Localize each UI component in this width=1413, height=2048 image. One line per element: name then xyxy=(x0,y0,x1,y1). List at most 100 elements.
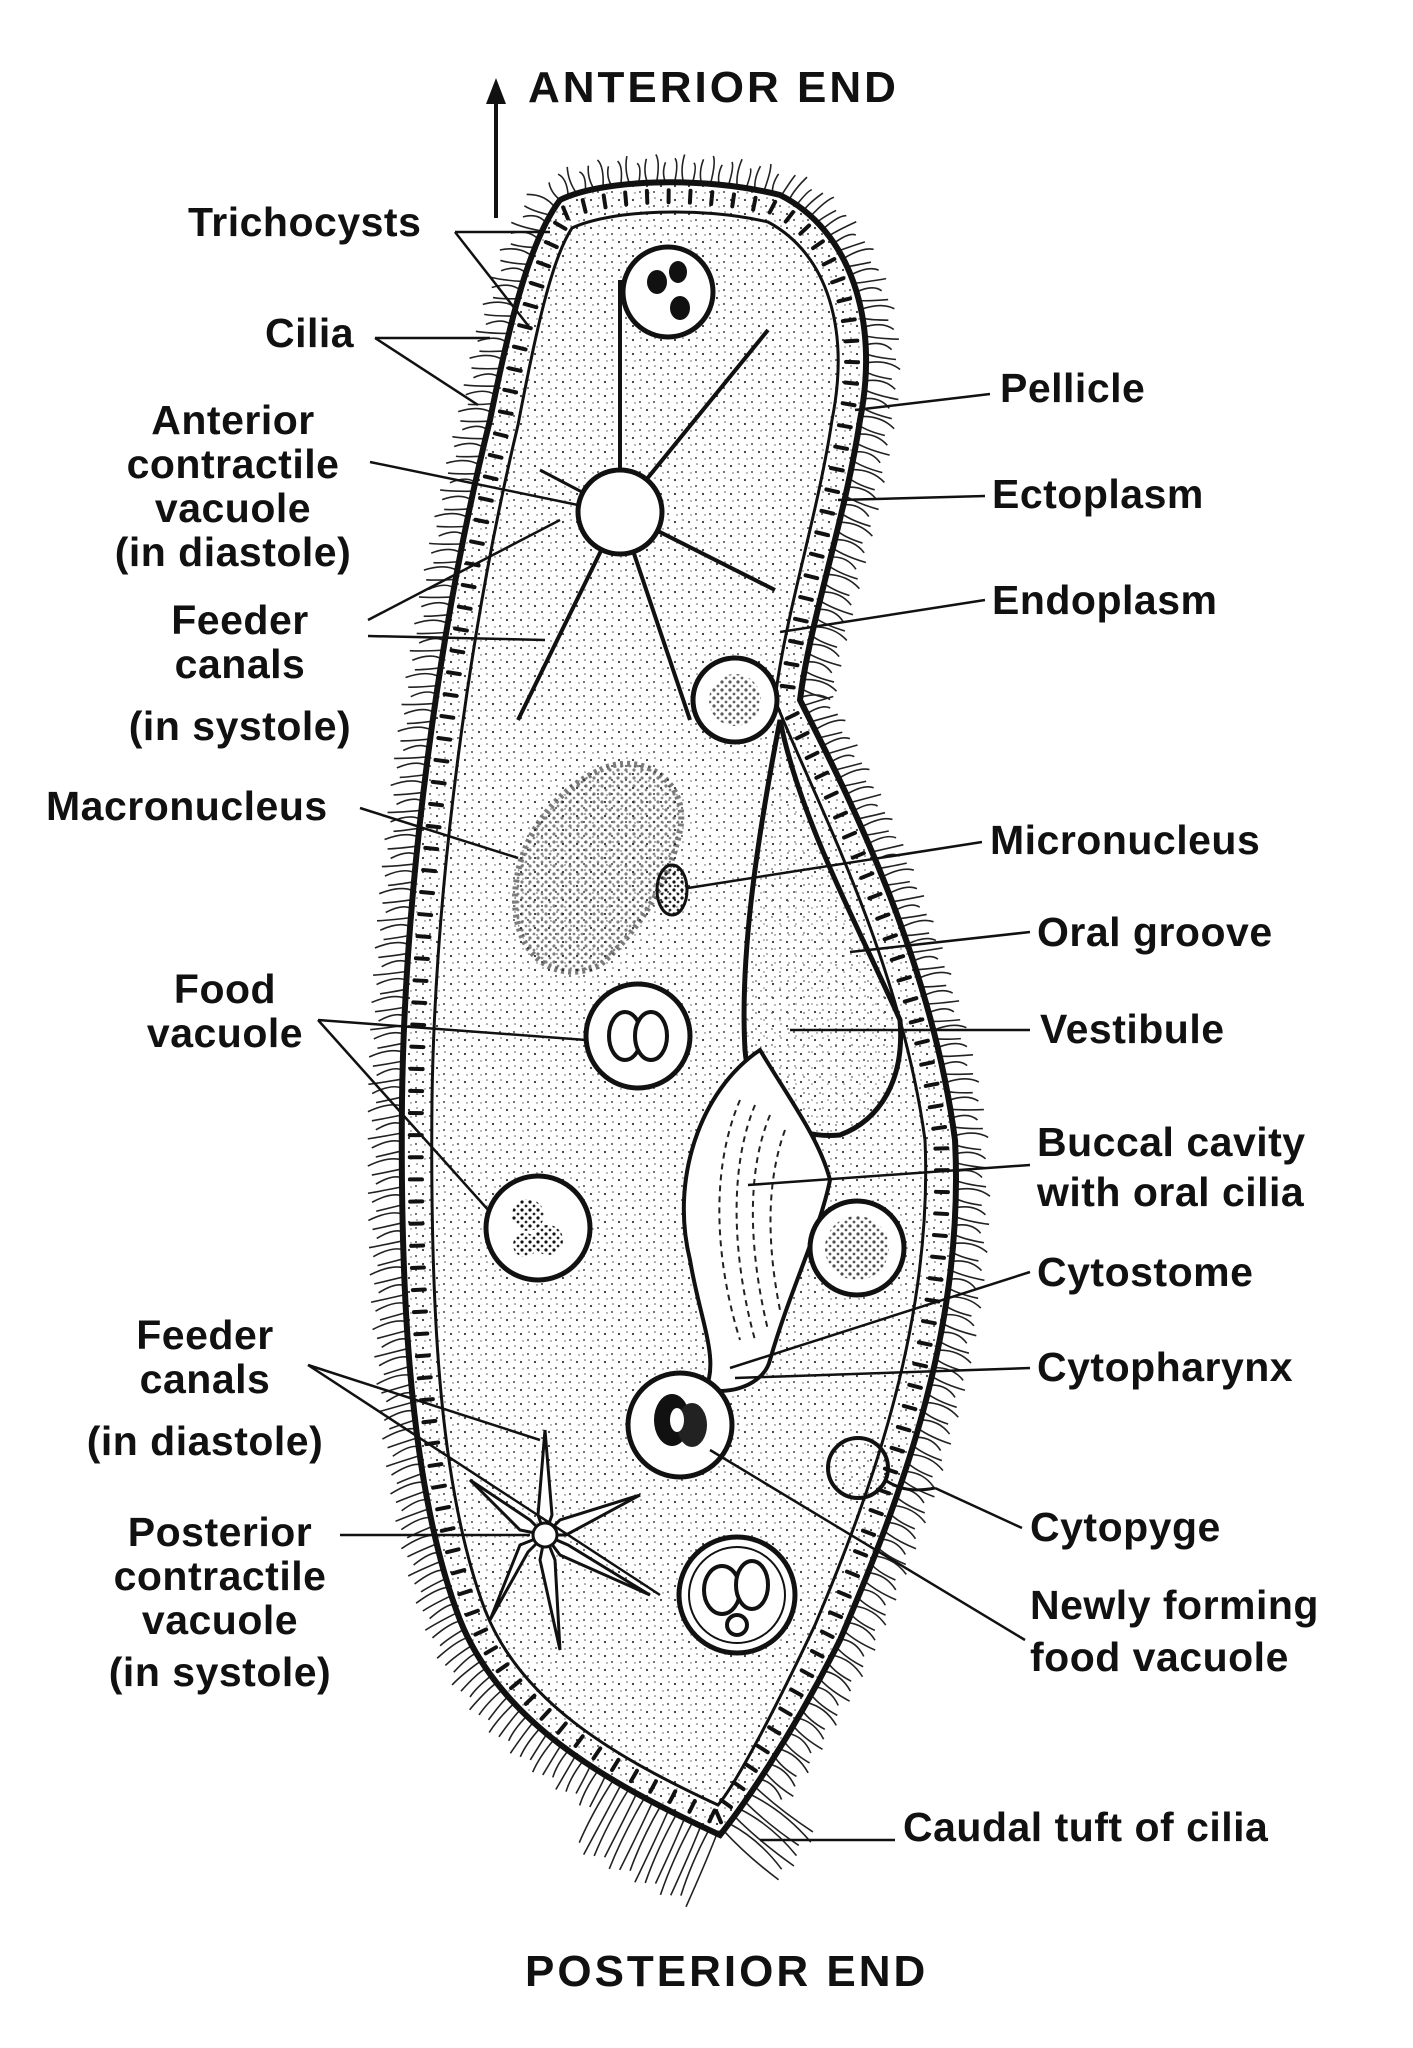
cilium xyxy=(428,542,463,546)
cilium xyxy=(625,155,631,185)
cilium xyxy=(378,1284,405,1294)
trichocyst xyxy=(843,338,860,344)
cilium xyxy=(465,390,496,396)
cilium xyxy=(763,164,772,192)
trichocyst xyxy=(415,934,432,940)
cilium xyxy=(863,323,895,331)
cilium xyxy=(379,923,411,931)
cilium xyxy=(754,1786,814,1833)
trichocyst xyxy=(428,801,445,808)
cilium xyxy=(578,1779,614,1843)
trichocyst xyxy=(819,508,836,516)
cilium xyxy=(818,731,843,739)
food-vacuole-lower xyxy=(483,1173,593,1283)
cilium xyxy=(548,182,561,201)
cilium xyxy=(410,691,437,698)
cilium xyxy=(387,809,422,814)
trichocyst xyxy=(453,626,469,633)
trichocyst xyxy=(916,1340,933,1347)
leader-line-cytopharynx xyxy=(734,1366,1031,1380)
trichocyst xyxy=(419,889,436,896)
cilium xyxy=(376,1230,404,1240)
cilium xyxy=(552,1750,569,1778)
cilium xyxy=(368,1240,404,1249)
trichocyst xyxy=(853,1549,869,1558)
cilium xyxy=(901,919,934,928)
cilium xyxy=(401,1498,428,1512)
cilium xyxy=(864,335,899,340)
cilium xyxy=(467,402,494,406)
trichocyst xyxy=(840,401,857,408)
pellicle-line xyxy=(430,210,928,1807)
cilium xyxy=(948,1096,979,1102)
cilium xyxy=(447,472,478,475)
trichocyst xyxy=(719,1798,733,1810)
trichocyst xyxy=(414,1353,431,1359)
cilium xyxy=(471,367,501,370)
cilium xyxy=(618,1801,654,1871)
cilium xyxy=(953,1242,988,1253)
trichocyst xyxy=(610,1757,621,1773)
cilium xyxy=(387,845,418,850)
cilium xyxy=(383,1365,410,1376)
cilium xyxy=(402,744,430,752)
anterior-arrow xyxy=(486,78,506,218)
cilium xyxy=(830,556,857,570)
cilium xyxy=(937,1349,972,1364)
trichocyst xyxy=(788,638,804,646)
trichocyst xyxy=(814,770,830,780)
trichocyst xyxy=(889,1445,906,1454)
cilium xyxy=(436,1636,469,1659)
cilium xyxy=(810,196,835,217)
cytopharynx-label: Cytopharynx xyxy=(1037,1344,1294,1390)
cilium xyxy=(670,1825,702,1896)
cilium xyxy=(849,793,882,804)
cilium xyxy=(860,415,895,430)
cilium xyxy=(438,531,465,537)
cilium xyxy=(463,384,497,387)
cilium xyxy=(519,1727,541,1758)
cilium xyxy=(418,596,453,599)
cilium xyxy=(910,947,943,954)
cilium xyxy=(507,1715,528,1742)
cilium xyxy=(473,373,500,379)
cilium xyxy=(951,1114,979,1121)
cilium xyxy=(819,599,854,616)
cilium xyxy=(681,154,686,183)
cilium xyxy=(376,1204,403,1213)
cilium xyxy=(955,1197,982,1207)
trichocyst xyxy=(473,1627,489,1637)
trichocyst xyxy=(529,280,545,289)
cilium xyxy=(376,1329,408,1340)
cilium xyxy=(451,1660,482,1686)
cilium xyxy=(375,1122,403,1131)
trichocyst xyxy=(495,1662,510,1674)
trichocyst xyxy=(803,573,820,581)
cilium xyxy=(379,988,407,995)
cilium xyxy=(954,1132,989,1139)
cilium xyxy=(374,1275,405,1285)
trichocyst xyxy=(930,1254,946,1260)
leader-line-cytopyge xyxy=(934,1486,1023,1530)
trichocyst xyxy=(667,1789,678,1804)
trichocyst xyxy=(522,301,539,310)
trichocyst xyxy=(539,1707,552,1721)
trichocyst xyxy=(895,1424,912,1433)
cilium xyxy=(935,1037,961,1041)
food-vacuole-bottom xyxy=(676,1534,798,1656)
cilium xyxy=(943,1072,974,1076)
cilium xyxy=(806,1701,837,1726)
trichocyst xyxy=(444,1547,461,1555)
trichocyst xyxy=(840,317,857,324)
cilium xyxy=(634,1809,670,1883)
cilium xyxy=(834,762,863,771)
food-vacuole-upper xyxy=(690,655,780,745)
trichocyst xyxy=(413,1331,430,1337)
cilium xyxy=(378,887,414,895)
trichocyst xyxy=(798,594,814,602)
cilium xyxy=(727,161,734,186)
cilium xyxy=(830,754,855,763)
cilium xyxy=(396,798,423,806)
